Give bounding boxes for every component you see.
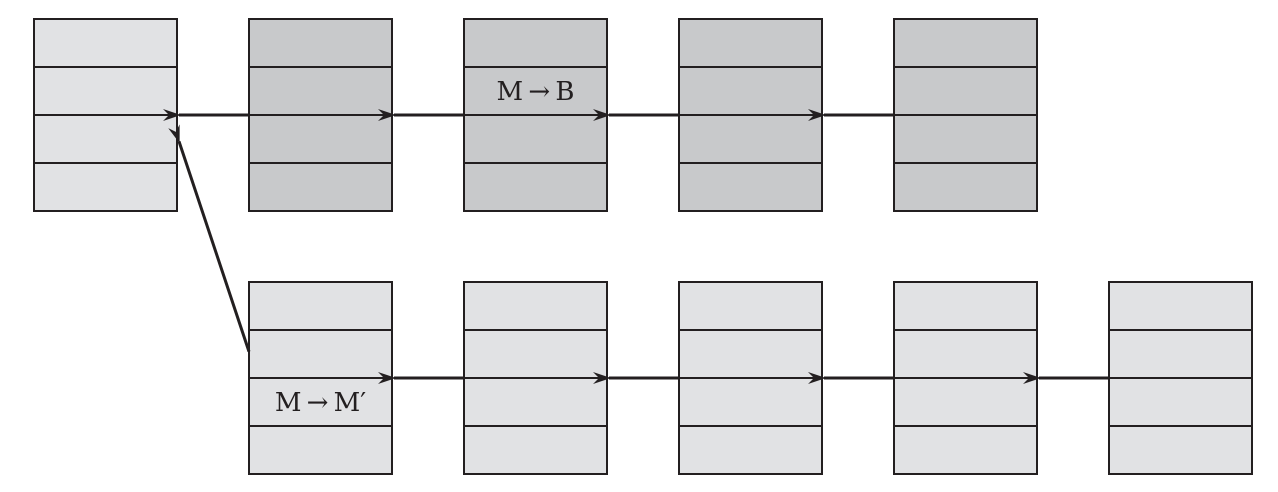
- block-cell: [463, 66, 608, 116]
- block-cell: [248, 329, 393, 379]
- blocks-layer: M → B M → M′: [33, 18, 1253, 475]
- block-cell: [678, 329, 823, 379]
- block-cell: [678, 425, 823, 475]
- block-cell: [248, 162, 393, 212]
- block-cell: [893, 66, 1038, 116]
- block-cell: [248, 377, 393, 427]
- block-cell: [463, 281, 608, 331]
- block-cell: [1108, 281, 1253, 331]
- top-row-block-2: [248, 18, 393, 212]
- top-row-block-4: [678, 18, 823, 212]
- block-cell: [893, 281, 1038, 331]
- block-cell: [893, 18, 1038, 68]
- block-cell: [463, 425, 608, 475]
- block-cell: [248, 281, 393, 331]
- block-cell: [678, 162, 823, 212]
- block-cell: [33, 114, 178, 164]
- arrows-layer: [163, 109, 1109, 384]
- block-cell: [893, 162, 1038, 212]
- block-cell: [463, 329, 608, 379]
- block-cell: [463, 114, 608, 164]
- block-cell: [678, 377, 823, 427]
- block-cell: [248, 114, 393, 164]
- cell-label: M → M′: [275, 388, 366, 418]
- block-cell: [678, 281, 823, 331]
- bottom-row-block-4: [893, 281, 1038, 475]
- top-row-block-5: [893, 18, 1038, 212]
- block-cell: [33, 66, 178, 116]
- block-cell: [1108, 377, 1253, 427]
- block-cell: [893, 329, 1038, 379]
- block-cell: [678, 66, 823, 116]
- block-cell: [1108, 425, 1253, 475]
- block-cell: [33, 18, 178, 68]
- top-row-block-1: [33, 18, 178, 212]
- block-cell: [893, 425, 1038, 475]
- cell-label: M → B: [497, 77, 575, 107]
- block-cell: [678, 18, 823, 68]
- block-cell: [678, 114, 823, 164]
- block-cell: [248, 425, 393, 475]
- bottom-row-block-5: [1108, 281, 1253, 475]
- block-cell: [1108, 329, 1253, 379]
- block-cell: [248, 66, 393, 116]
- block-cell: [33, 162, 178, 212]
- bottom-row-block-3: [678, 281, 823, 475]
- top-row-block-3: M → B: [463, 18, 608, 212]
- cross-row-arrow: [168, 124, 251, 353]
- block-cell: [463, 377, 608, 427]
- block-cell: [463, 162, 608, 212]
- block-cell: [893, 377, 1038, 427]
- block-cell: [248, 18, 393, 68]
- block-cell: [893, 114, 1038, 164]
- block-cell: [463, 18, 608, 68]
- bottom-row-block-2: [463, 281, 608, 475]
- bottom-row-block-1: M → M′: [248, 281, 393, 475]
